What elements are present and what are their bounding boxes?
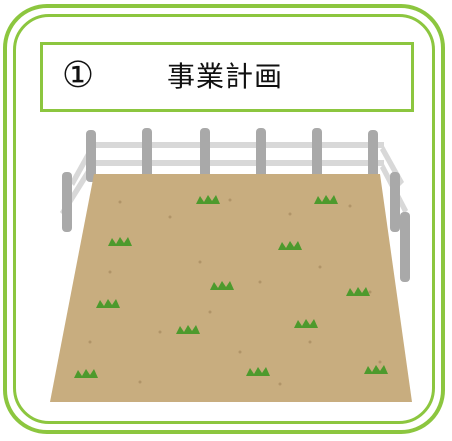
title-box: ① 事業計画 [40,42,414,112]
soil-speckles [88,198,382,386]
card-inner-border [13,14,435,424]
card-title: 事業計画 [167,60,284,93]
card-outer-border [3,4,445,434]
step-number: ① [61,55,95,96]
fence-icon [60,128,410,282]
fenced-field-illustration [50,128,412,402]
sprout-icons [74,195,388,378]
